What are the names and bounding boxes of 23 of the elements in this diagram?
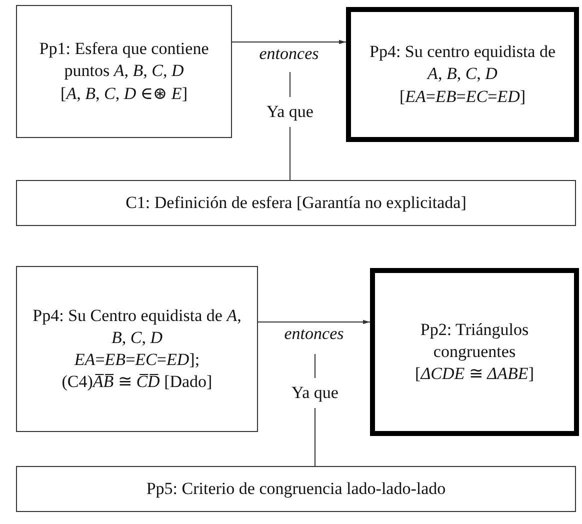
box-text: (C4)A̅B̅ ≅ C̅D̅ [Dado] <box>62 371 212 394</box>
claim-box <box>346 7 579 142</box>
connector-line <box>314 354 316 378</box>
box-text: EA=EB=EC=ED]; <box>74 349 200 371</box>
arrow <box>258 320 370 324</box>
box-text: Pp4: Su Centro equidista de A, B, C, D <box>32 304 242 349</box>
box-text: [A, B, C, D ∈⊛ E] <box>60 82 188 105</box>
box-text: [EA=EB=EC=ED] <box>399 86 526 108</box>
box-text: Pp5: Criterio de congruencia lado-lado-lado <box>146 478 446 500</box>
premise-box <box>16 266 258 432</box>
warrant-label: Ya que <box>292 382 338 404</box>
box-text: Pp4: Su centro equidista de A, B, C, D <box>368 41 557 86</box>
claim-box <box>370 268 579 436</box>
connector-line <box>314 408 316 466</box>
warrant-label: Ya que <box>266 100 314 123</box>
premise-box <box>16 466 576 512</box>
premise-box <box>16 5 232 138</box>
box-text: C1: Definición de esfera [Garantía no explicitada] <box>126 192 466 214</box>
arrow <box>232 40 346 44</box>
box-text: Pp2: Triángulos congruentes <box>419 318 530 363</box>
box-text: Pp1: Esfera que contiene puntos A, B, C, D <box>38 38 210 82</box>
box-text: [ΔCDE ≅ ΔABE] <box>415 363 534 386</box>
premise-box <box>16 180 576 226</box>
